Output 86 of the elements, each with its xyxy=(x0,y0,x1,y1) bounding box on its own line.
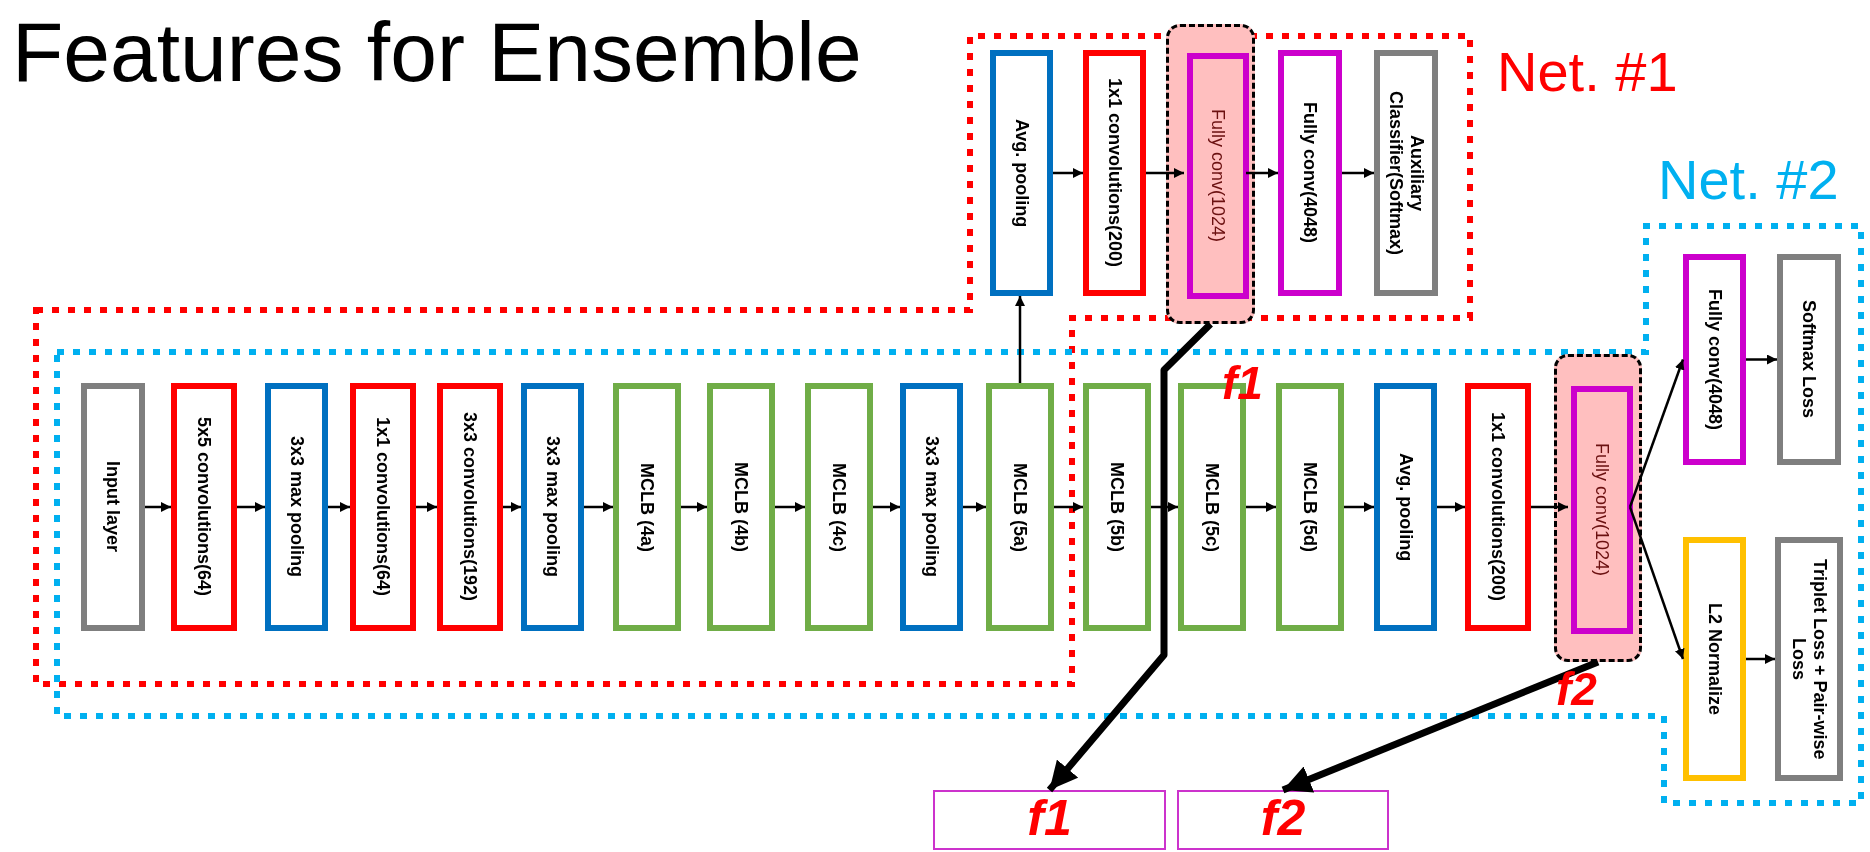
arrow xyxy=(1628,359,1685,508)
layer-box xyxy=(171,383,237,631)
arrow xyxy=(1015,296,1025,383)
layer-label: 3x3 convolutions(192) xyxy=(459,412,481,602)
layer-box xyxy=(1775,537,1843,781)
arrow xyxy=(1342,168,1374,178)
layer-label: MCLB (5d) xyxy=(1299,462,1321,552)
network-label: Net. #2 xyxy=(1658,152,1839,208)
layer-label: MCLB (4b) xyxy=(730,462,752,552)
feature-label: f1 xyxy=(1027,792,1072,845)
layer-label: 1x1 convolutions(200) xyxy=(1104,78,1125,268)
arrow xyxy=(1746,654,1775,664)
arrow xyxy=(416,502,437,512)
layer-box xyxy=(81,383,145,631)
arrow xyxy=(775,502,805,512)
layer-label: MCLB (4c) xyxy=(828,462,850,552)
arrow xyxy=(584,502,613,512)
layer-box xyxy=(707,383,775,631)
layer-label: Fully conv(4048) xyxy=(1299,102,1321,244)
arrow xyxy=(1628,506,1685,660)
layer-label: Fully conv(1024) xyxy=(1207,109,1229,243)
layer-box xyxy=(1276,383,1344,631)
arrow xyxy=(1746,354,1777,365)
title: Features for Ensemble xyxy=(12,10,862,94)
arrow xyxy=(1054,502,1083,512)
feature-tag: f2 xyxy=(1556,666,1597,712)
layer-box xyxy=(900,383,963,631)
layer-box xyxy=(1278,50,1342,296)
layer-label: 3x3 max pooling xyxy=(921,436,942,578)
layer-label: Softmax Loss xyxy=(1798,300,1820,419)
layer-box xyxy=(437,383,503,631)
layer-box xyxy=(350,383,416,631)
layer-label: Fully conv(1024) xyxy=(1591,443,1613,577)
feature-box xyxy=(1177,790,1389,850)
layer-box xyxy=(1571,386,1633,634)
arrow xyxy=(681,502,707,512)
arrow xyxy=(1531,502,1568,512)
layer-label: MCLB (5a) xyxy=(1009,462,1031,552)
arrow xyxy=(1344,502,1374,512)
layer-label: 1x1 convolutions(64) xyxy=(372,417,394,597)
arrow xyxy=(963,502,986,512)
network-label: Net. #1 xyxy=(1497,44,1678,100)
layer-label: Avg. pooling xyxy=(1395,452,1416,562)
layer-box xyxy=(1083,383,1151,631)
layer-box xyxy=(986,383,1054,631)
layer-box xyxy=(1083,50,1146,296)
layer-box xyxy=(521,383,584,631)
layer-label: 5x5 convolutions(64) xyxy=(193,417,215,597)
feature-box xyxy=(933,790,1166,850)
layer-box xyxy=(265,383,328,631)
layer-box xyxy=(805,383,873,631)
layer-label: 3x3 max pooling xyxy=(542,436,563,578)
arrow xyxy=(1281,658,1600,794)
layer-box xyxy=(613,383,681,631)
arrow xyxy=(873,502,900,512)
layer-box xyxy=(1777,254,1841,465)
layer-box xyxy=(1683,254,1746,465)
layer-label: 1x1 convolutions(200) xyxy=(1487,412,1509,602)
layer-label: MCLB (5c) xyxy=(1201,462,1223,552)
layer-label: MCLB (4a) xyxy=(636,462,658,552)
arrow xyxy=(1437,502,1465,512)
arrow xyxy=(503,502,521,512)
layer-label: Avg. pooling xyxy=(1011,118,1032,228)
arrow xyxy=(1246,502,1276,512)
arrow xyxy=(145,502,171,512)
layer-box xyxy=(1374,383,1437,631)
layer-label: Input layer xyxy=(102,461,124,553)
arrow xyxy=(237,502,265,512)
layer-label: Triplet Loss + Pair-wise Loss xyxy=(1788,557,1830,762)
layer-label: MCLB (5b) xyxy=(1106,462,1128,552)
arrow xyxy=(1151,502,1178,512)
arrow xyxy=(1146,168,1184,178)
layer-box xyxy=(990,50,1053,296)
arrow xyxy=(1246,168,1278,178)
layer-box xyxy=(1187,53,1249,299)
layer-box xyxy=(1465,383,1531,631)
layer-label: 3x3 max pooling xyxy=(286,436,307,578)
layer-label: Auxiliary Classifier(Softmax) xyxy=(1385,89,1427,258)
layer-label: Fully conv(4048) xyxy=(1704,288,1725,430)
feature-label: f2 xyxy=(1260,792,1306,845)
highlight-box xyxy=(1554,354,1642,662)
layer-box xyxy=(1683,537,1746,781)
layer-box xyxy=(1374,50,1438,296)
layer-label: L2 Normalize xyxy=(1704,602,1725,715)
arrow xyxy=(1053,168,1083,178)
arrow xyxy=(328,502,350,512)
